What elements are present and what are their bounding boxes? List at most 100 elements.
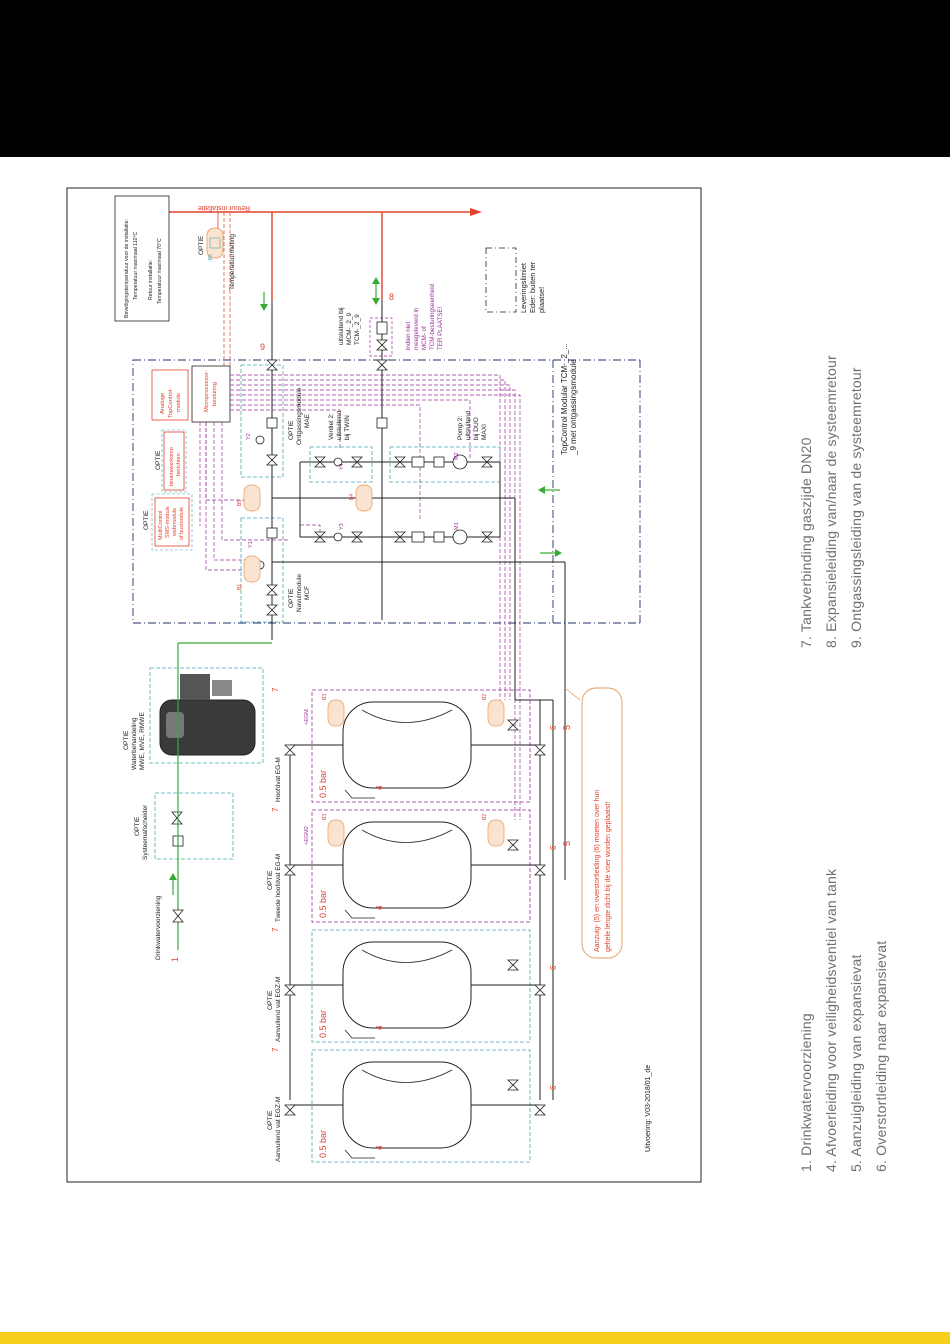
svg-text:Navulmodule: Navulmodule — [296, 574, 303, 612]
label-6: 6 — [549, 965, 558, 970]
svg-text:Temperatuur maximaal 70°C: Temperatuur maximaal 70°C — [157, 238, 163, 304]
retour-label: Retour installatie — [198, 204, 250, 211]
svg-text:binairewerkomo: binairewerkomo — [169, 447, 175, 486]
tank-drain-valve — [507, 839, 519, 851]
svg-text:OPTIE: OPTIE — [123, 730, 130, 750]
svg-text:meegeleverd in: meegeleverd in — [413, 307, 420, 350]
component-tags: Y2 Y1 Y4 Y3 M2 M1 — [246, 433, 460, 548]
safety-temp-box: Beveiligingstemperatuur voor de installa… — [114, 195, 170, 322]
svg-text:M2: M2 — [454, 452, 460, 460]
svg-text:berichten: berichten — [176, 453, 182, 476]
svg-text:Eder: buiten ter: Eder: buiten ter — [528, 261, 537, 313]
label-6: 6 — [549, 1085, 558, 1090]
tank-vessel — [342, 941, 472, 1029]
svg-text:Beveiligingstemperatuur voor d: Beveiligingstemperatuur voor de installa… — [124, 219, 130, 318]
system-separator: OPTIE Systeemafscheider — [134, 792, 234, 860]
tank-boundary — [311, 689, 531, 803]
svg-text:B1: B1 — [237, 584, 243, 590]
svg-text:Analoge: Analoge — [160, 393, 166, 414]
label-9: 9 — [260, 342, 265, 352]
tank-gas-valve — [284, 1104, 296, 1116]
expansion-valve-box — [369, 317, 393, 357]
svg-text:OPTIE: OPTIE — [143, 510, 150, 530]
svg-text:plaatse!: plaatse! — [537, 287, 546, 313]
tank-option-label: OPTIE — [267, 870, 274, 890]
valve2-note: Ventiel 2: uitsluitend bij TWIN — [328, 410, 351, 440]
svg-text:bij DUO: bij DUO — [473, 417, 480, 440]
tank-water-valve — [534, 984, 546, 996]
tank-pressure-sensor — [487, 699, 505, 727]
label-4: 4 — [375, 905, 384, 910]
svg-text:B4: B4 — [349, 494, 355, 500]
header-bar — [0, 0, 950, 157]
svg-text:bij TWIN: bij TWIN — [344, 415, 351, 440]
svg-text:Ventiel 2:: Ventiel 2: — [328, 413, 335, 440]
tank-pressure: 0.5 bar — [318, 890, 328, 918]
module-title-1: TopControl Modular TCM-_2_... — [560, 343, 569, 455]
svg-text:MAXI: MAXI — [481, 424, 488, 440]
tank-drain-valve — [507, 1079, 519, 1091]
tank-vessel — [342, 701, 472, 789]
svg-text:B5: B5 — [237, 500, 243, 506]
svg-text:Leveringslimiet: Leveringslimiet — [519, 262, 528, 313]
tank-membrane — [361, 829, 453, 843]
binary-messages-box: OPTIE binairewerkomo berichten — [155, 429, 187, 493]
drinking-water-label: Drinkwatervoorziening — [155, 895, 162, 960]
tank-drain-line — [344, 789, 375, 799]
svg-text:uitsluitend: uitsluitend — [465, 410, 472, 440]
tank-water-valve — [534, 744, 546, 756]
tank-weight-sensor — [327, 819, 345, 847]
tank-egm-tag: +EGM — [304, 709, 310, 725]
tank-gas-valve — [284, 744, 296, 756]
tank-b3-tag: B3 — [322, 814, 328, 820]
svg-text:Temperatuur maximaal 110°C: Temperatuur maximaal 110°C — [133, 231, 139, 300]
svg-text:besturing: besturing — [212, 382, 218, 406]
supply-valve — [172, 909, 184, 923]
svg-text:uitsluitend bij: uitsluitend bij — [338, 307, 345, 345]
tank-b2-tag: B2 — [482, 814, 488, 820]
svg-text:-B5: -B5 — [208, 254, 214, 262]
svg-text:Y1: Y1 — [248, 541, 254, 548]
svg-text:MCF: MCF — [304, 586, 311, 600]
tcm-note: uitsluitend bij MCM-_2_9 TCM-_2_9 — [338, 307, 361, 345]
tank-pipe-trunks — [289, 699, 554, 1100]
tank-b3-tag: B3 — [322, 694, 328, 700]
svg-text:OPTIE: OPTIE — [288, 588, 295, 608]
tank-drain-valve — [507, 959, 519, 971]
tank-gas-valve — [284, 864, 296, 876]
module-valves — [255, 321, 493, 616]
svg-text:Aanzuig- (5) en overstortleidi: Aanzuig- (5) en overstortleiding (6) moe… — [594, 790, 601, 952]
tank-membrane — [361, 1069, 453, 1083]
svg-text:MAE: MAE — [304, 413, 311, 428]
tank-b2-tag: B2 — [482, 694, 488, 700]
svg-text:Microprocessor-: Microprocessor- — [204, 370, 210, 412]
tank-drain-line — [344, 1149, 375, 1159]
red-sensor-line — [223, 212, 231, 366]
footer-bar — [0, 1332, 950, 1344]
svg-text:Systeemafscheider: Systeemafscheider — [142, 804, 149, 860]
svg-text:TCM-besturingseenheid: TCM-besturingseenheid — [429, 283, 436, 350]
tank-pressure: 0.5 bar — [318, 1010, 328, 1038]
pump2-note: Pomp 2: uitsluitend bij DUO MAXI — [457, 410, 488, 440]
tank-water-valve — [534, 1104, 546, 1116]
label-7: 7 — [271, 1047, 280, 1052]
svg-text:TER PLAATSE!: TER PLAATSE! — [437, 307, 444, 350]
module-piping — [271, 300, 566, 880]
label-6: 6 — [549, 725, 558, 730]
tank-option-label: OPTIE — [267, 990, 274, 1010]
label-5a: 5 — [562, 725, 572, 730]
tank-boundary — [311, 1049, 531, 1163]
svg-text:Pomp 2:: Pomp 2: — [457, 416, 464, 440]
label-7: 7 — [271, 927, 280, 932]
svg-text:Ontgassingsmodule: Ontgassingsmodule — [296, 387, 303, 445]
svg-text:module: module — [176, 393, 182, 412]
tank-egm-tag: +EGM2 — [304, 826, 310, 845]
svg-text:OPTIE: OPTIE — [134, 816, 141, 836]
label-7: 7 — [271, 687, 280, 692]
svg-text:OPTIE: OPTIE — [155, 450, 162, 470]
temperature-sensor: OPTIE -B5 Temperatuurmeting — [198, 212, 236, 290]
label-4: 4 — [375, 785, 384, 790]
delivery-limit-box: Leveringslimiet Eder: buiten ter plaatse… — [485, 247, 546, 313]
